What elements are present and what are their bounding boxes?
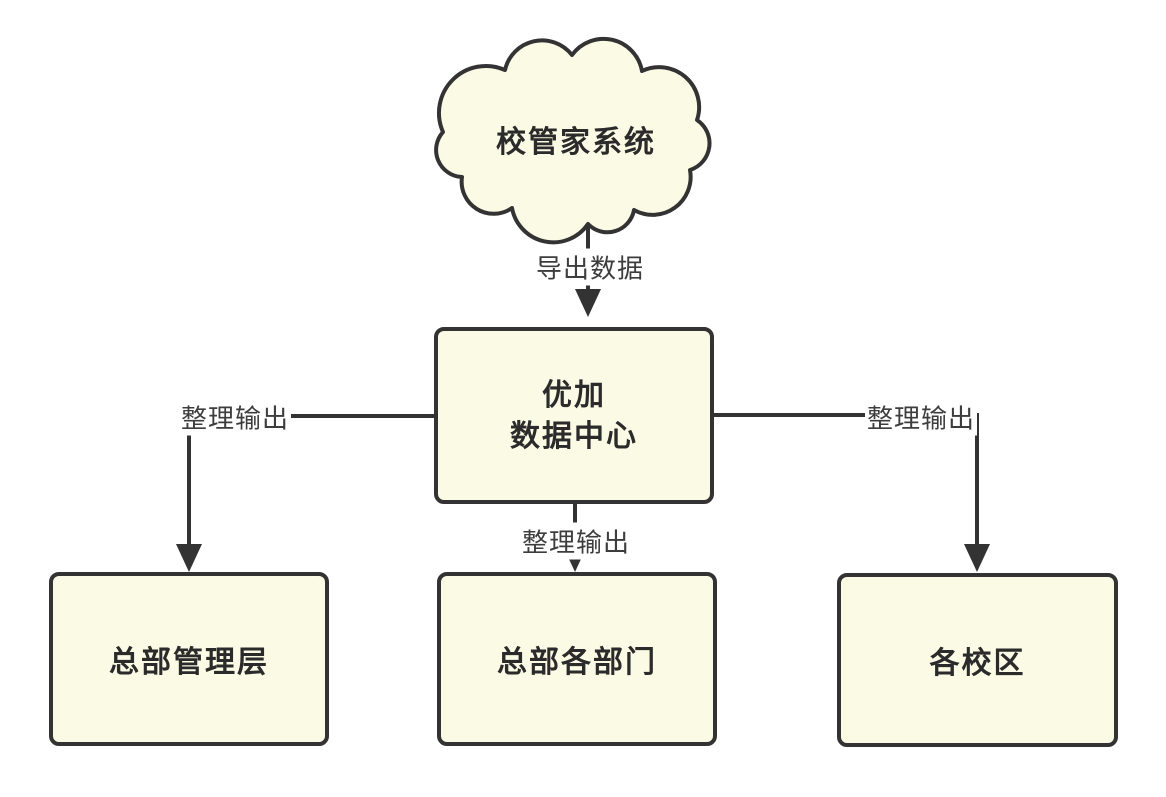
cloud-node-label: 校管家系统 xyxy=(496,126,656,159)
node-data-center-line1: 优加 xyxy=(542,378,606,412)
edge-right-label: 整理输出 xyxy=(864,398,978,436)
node-data-center: 优加 数据中心 xyxy=(434,327,714,504)
node-campuses-label: 各校区 xyxy=(929,647,1026,680)
edge-left-label: 整理输出 xyxy=(178,398,292,436)
edge-left-line xyxy=(187,414,435,546)
node-data-center-label: 优加 数据中心 xyxy=(510,375,638,457)
node-campuses: 各校区 xyxy=(837,573,1118,747)
node-hq-management-label: 总部管理层 xyxy=(109,646,269,679)
edge-middle-label: 整理输出 xyxy=(519,522,633,560)
edge-export-arrowhead-icon xyxy=(575,289,601,317)
edge-export-label: 导出数据 xyxy=(533,248,647,286)
edge-right-arrowhead-icon xyxy=(964,544,990,572)
node-data-center-line2: 数据中心 xyxy=(510,419,638,453)
node-hq-departments: 总部各部门 xyxy=(437,572,717,746)
edge-left-arrowhead-icon xyxy=(176,544,202,572)
cloud-shape xyxy=(434,36,712,245)
node-hq-departments-label: 总部各部门 xyxy=(497,646,657,679)
node-hq-management: 总部管理层 xyxy=(49,572,329,746)
